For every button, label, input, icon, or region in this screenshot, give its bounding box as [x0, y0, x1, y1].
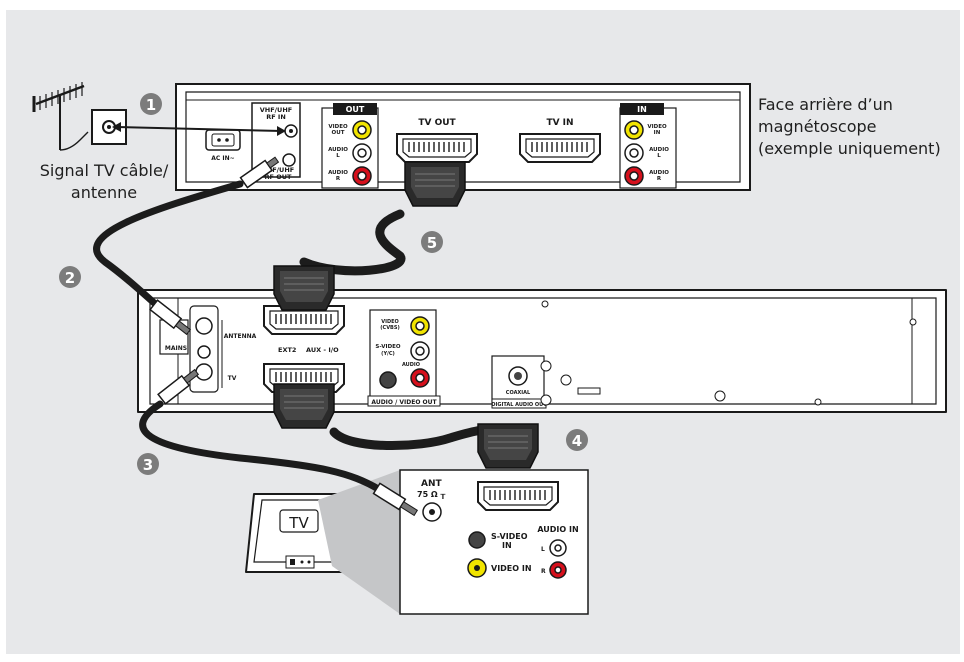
- vcr-rf-in-label-2: RF IN: [266, 113, 286, 121]
- vcr-unit: AC IN~ VHF/UHF RF IN VHF/UHF RF OUT OUT …: [175, 83, 751, 191]
- vcr-caption: Face arrière d’un magnétoscope (exemple …: [758, 94, 941, 160]
- vcr-tv-out-socket: [396, 133, 478, 163]
- vcr-in-audio-r-label-2: R: [657, 176, 662, 182]
- step-badge-1: 1: [140, 93, 162, 115]
- recorder-coaxial-label: COAXIAL: [506, 390, 531, 396]
- tv-ohm-label: 75 Ω ┰: [417, 490, 446, 500]
- tv-audio-r-label: R: [541, 568, 546, 575]
- recorder-digital-out-label: DIGITAL AUDIO OUT: [491, 402, 547, 408]
- step-number-4: 4: [572, 432, 582, 450]
- recorder-svideo-jack: [379, 371, 397, 389]
- tv-set-label: TV: [288, 514, 309, 532]
- tv-scart-socket: [477, 481, 559, 511]
- vcr-in-audio-r-label-1: AUDIO: [649, 170, 669, 176]
- scart-plug-recorder-ext2: [273, 265, 335, 311]
- vcr-rf-out-jack: [282, 153, 296, 167]
- step-number-5: 5: [427, 234, 437, 252]
- antenna-arrow: [115, 126, 283, 132]
- vcr-rf-out-label-2: RF OUT: [265, 173, 293, 181]
- vcr-tv-out-label: TV OUT: [418, 118, 456, 128]
- recorder-audio-label: AUDIO: [402, 362, 420, 368]
- recorder-av-out-label: AUDIO / VIDEO OUT: [371, 399, 437, 406]
- vcr-rf-out-label-1: VHF/UHF: [262, 166, 294, 174]
- step-badge-3: 3: [137, 453, 159, 475]
- antenna-caption-line-2: antenne: [70, 183, 138, 202]
- rf-plug-recorder-antenna: [149, 299, 192, 336]
- step-number-3: 3: [143, 456, 153, 474]
- vcr-rf-in-label-1: VHF/UHF: [260, 106, 292, 114]
- scart-plug-vcr: [404, 161, 466, 207]
- vcr-caption-line-1: Face arrière d’un: [758, 95, 893, 114]
- rf-plug-recorder-tv: [157, 368, 200, 405]
- vcr-audio-r-label-2: R: [336, 176, 341, 182]
- recorder-video-label-2: (CVBS): [380, 325, 400, 331]
- vcr-video-out-label-2: OUT: [332, 130, 345, 136]
- recorder-unit: MAINS ANTENNA TV EXT2 AUX - I/O VIDEO (C…: [137, 289, 947, 413]
- scart-plug-tv: [477, 423, 539, 469]
- vcr-in-audio-l-label-2: L: [657, 153, 661, 159]
- recorder-aux-label: AUX - I/O: [306, 346, 339, 354]
- recorder-svideo-label-2: (Y/C): [381, 351, 395, 357]
- vcr-video-in-label-1: VIDEO: [647, 124, 667, 130]
- tv-svideo-label-2: IN: [502, 541, 512, 550]
- recorder-video-label-1: VIDEO: [381, 319, 399, 325]
- recorder-tv-jack: [195, 363, 213, 381]
- vcr-in-header: IN: [637, 105, 647, 114]
- step-number-2: 2: [65, 269, 75, 287]
- step-badge-5: 5: [421, 231, 443, 253]
- vcr-in-audio-l-label-1: AUDIO: [649, 147, 669, 153]
- recorder-antenna-label: ANTENNA: [224, 333, 257, 340]
- vcr-caption-line-3: (exemple uniquement): [758, 139, 941, 158]
- rf-plug-tv: [372, 482, 419, 517]
- vcr-video-out-label-1: VIDEO: [328, 124, 348, 130]
- antenna-icon: [32, 82, 89, 151]
- scart-cable-5: [299, 209, 406, 276]
- vcr-tv-in-socket: [519, 133, 601, 163]
- recorder-mains-label: MAINS: [165, 345, 187, 352]
- antenna-caption: Signal TV câble/ antenne: [22, 160, 186, 204]
- tv-audio-l-label: L: [541, 546, 545, 553]
- tv-svideo-label-1: S-VIDEO: [491, 532, 528, 541]
- rf-cable-2: [93, 180, 244, 326]
- vcr-out-header: OUT: [346, 105, 365, 114]
- rf-plug-vcr: [239, 156, 280, 189]
- vcr-video-in-label-2: IN: [654, 130, 661, 136]
- step-badge-2: 2: [59, 266, 81, 288]
- tv-back-panel: ANT 75 Ω ┰ S-VIDEO IN VIDEO IN AUDIO IN …: [399, 469, 589, 615]
- vcr-caption-line-2: magnétoscope: [758, 117, 877, 136]
- tv-ant-label: ANT: [421, 479, 442, 489]
- tv-video-in-label: VIDEO IN: [491, 564, 532, 573]
- vcr-audio-l-label-1: AUDIO: [328, 147, 348, 153]
- step-badge-4: 4: [566, 429, 588, 451]
- recorder-antenna-jack: [195, 317, 213, 335]
- tv-zoom-wedge: [318, 470, 400, 614]
- vcr-audio-r-label-1: AUDIO: [328, 170, 348, 176]
- vcr-audio-l-label-2: L: [336, 153, 340, 159]
- tv-svideo-jack: [468, 531, 486, 549]
- scart-plug-recorder-ext1: [273, 383, 335, 429]
- rf-cable-3: [139, 400, 384, 494]
- step-number-1: 1: [146, 96, 156, 114]
- antenna-caption-line-1: Signal TV câble/: [39, 161, 169, 180]
- recorder-svideo-label-1: S-VIDEO: [375, 344, 400, 350]
- vcr-ac-in-label: AC IN~: [211, 155, 234, 162]
- recorder-tv-label: TV: [228, 375, 237, 382]
- recorder-ext2-label: EXT2: [278, 346, 296, 354]
- tv-audio-in-label: AUDIO IN: [537, 525, 578, 534]
- vcr-tv-in-label: TV IN: [546, 118, 573, 128]
